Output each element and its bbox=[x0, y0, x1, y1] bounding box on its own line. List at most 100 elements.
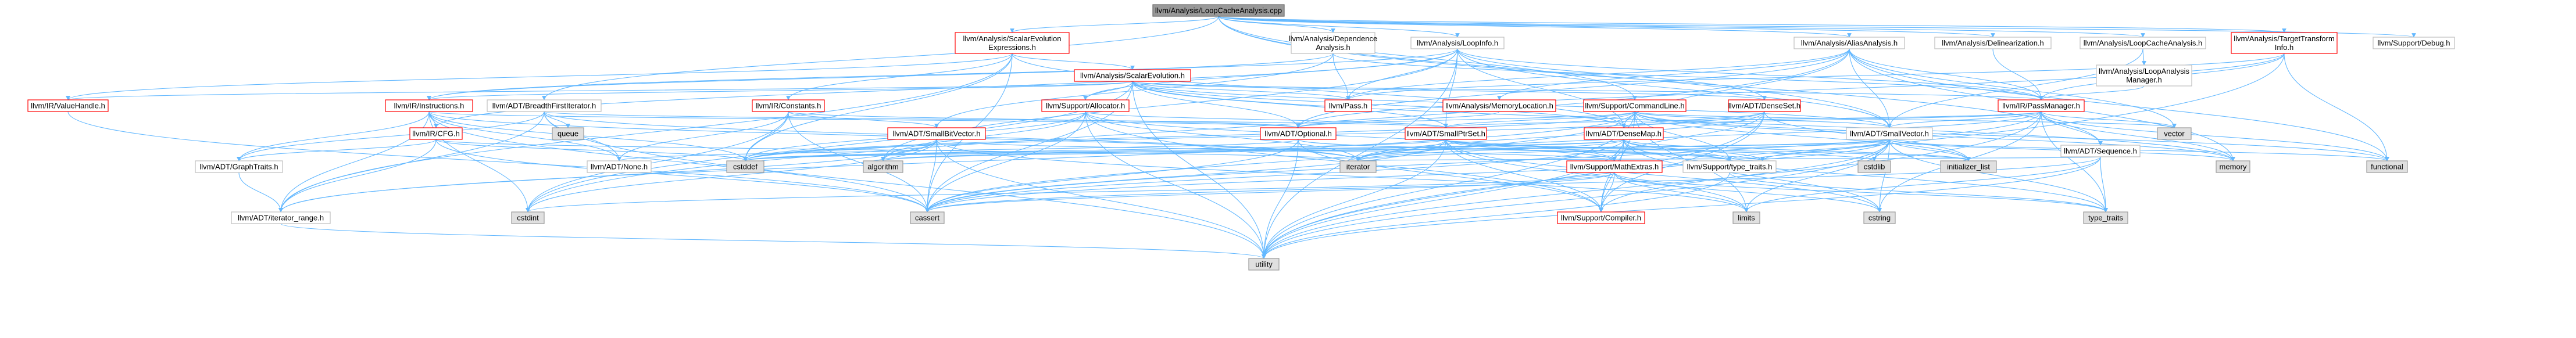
edge-smallvector-to-limits bbox=[1744, 139, 1890, 213]
node-box-memory bbox=[2216, 160, 2250, 173]
node-label-loopinfo: llvm/Analysis/LoopInfo.h bbox=[1417, 38, 1498, 47]
node-graphtraits[interactable]: llvm/ADT/GraphTraits.h bbox=[195, 160, 283, 173]
edge-scev-to-allocator bbox=[1083, 81, 1133, 100]
node-compiler[interactable]: llvm/Support/Compiler.h bbox=[1557, 211, 1645, 224]
edge-cmdline-to-optional bbox=[1296, 111, 1635, 128]
node-root[interactable]: llvm/Analysis/LoopCacheAnalysis.cpp bbox=[1152, 4, 1285, 17]
edge-optional-to-utility bbox=[1262, 139, 1299, 259]
edge-cfg-to-iterator bbox=[435, 139, 1360, 161]
edge-loopinfo-to-smallvector bbox=[1457, 48, 1892, 128]
edge-bfi-to-sps bbox=[544, 111, 1448, 128]
node-box-passmgr bbox=[1998, 99, 2085, 112]
node-label-sce: Expressions.h bbox=[988, 43, 1036, 52]
edge-allocator-to-iterator bbox=[1085, 111, 1360, 161]
edge-iterrange-to-utility bbox=[280, 223, 1266, 259]
node-mathextras[interactable]: llvm/Support/MathExtras.h bbox=[1566, 160, 1663, 173]
edge-cfg-to-cstddef bbox=[435, 139, 748, 161]
node-iterator: iterator bbox=[1339, 160, 1377, 173]
node-box-sbv bbox=[887, 127, 986, 140]
node-alias[interactable]: llvm/Analysis/AliasAnalysis.h bbox=[1793, 37, 1905, 49]
edge-dep-to-sbv bbox=[934, 53, 1334, 128]
node-cfg[interactable]: llvm/IR/CFG.h bbox=[409, 127, 463, 140]
edge-cfg-to-cassert bbox=[435, 139, 930, 213]
node-label-tti: Info.h bbox=[2275, 43, 2294, 52]
node-box-bfi bbox=[487, 99, 602, 112]
node-label-utility: utility bbox=[1255, 260, 1273, 268]
node-densemap[interactable]: llvm/ADT/DenseMap.h bbox=[1584, 127, 1664, 140]
node-none[interactable]: llvm/ADT/None.h bbox=[587, 160, 652, 173]
node-bfi[interactable]: llvm/ADT/BreadthFirstIterator.h bbox=[487, 99, 602, 112]
edge-sce-to-constants bbox=[786, 53, 1013, 100]
node-box-cstring bbox=[1863, 211, 1896, 224]
edge-instructions-to-graphtraits bbox=[237, 111, 430, 161]
node-debug[interactable]: llvm/Support/Debug.h bbox=[2373, 37, 2455, 49]
edge-sequence-to-iterator bbox=[1357, 156, 2101, 161]
node-valuehandle[interactable]: llvm/IR/ValueHandle.h bbox=[27, 99, 109, 112]
node-label-densemap: llvm/ADT/DenseMap.h bbox=[1586, 129, 1662, 138]
edge-passmgr-to-smallvector bbox=[1887, 111, 2042, 128]
edge-smallvector-to-cstring bbox=[1877, 139, 1890, 213]
node-label-sbv: llvm/ADT/SmallBitVector.h bbox=[893, 129, 981, 138]
edge-passmgr-to-cassert bbox=[925, 111, 2042, 213]
node-optional[interactable]: llvm/ADT/Optional.h bbox=[1260, 127, 1337, 140]
node-constants[interactable]: llvm/IR/Constants.h bbox=[752, 99, 825, 112]
edge-alias-to-memloc bbox=[1497, 48, 1850, 100]
node-instructions[interactable]: llvm/IR/Instructions.h bbox=[385, 99, 473, 112]
edge-loopinfo-to-densesetnode bbox=[1457, 48, 1767, 100]
node-cmdline[interactable]: llvm/Support/CommandLine.h bbox=[1583, 99, 1687, 112]
edge-passmgr-to-utility bbox=[1262, 111, 2042, 259]
edge-sps-to-initlist bbox=[1445, 139, 1971, 161]
node-label-allocator: llvm/Support/Allocator.h bbox=[1046, 101, 1126, 110]
node-label-limits: limits bbox=[1738, 213, 1755, 222]
edge-root-to-tti bbox=[1218, 16, 2286, 33]
edge-sps-to-cstdlib bbox=[1445, 139, 1877, 161]
edge-optional-to-compiler bbox=[1298, 139, 1603, 213]
node-label-functional: functional bbox=[2371, 162, 2403, 171]
edge-constants-to-sbv bbox=[788, 111, 939, 128]
edge-root-to-debug bbox=[1218, 16, 2416, 38]
node-sbv[interactable]: llvm/ADT/SmallBitVector.h bbox=[887, 127, 986, 140]
node-pass[interactable]: llvm/Pass.h bbox=[1324, 99, 1372, 112]
edge-scev-to-densemap bbox=[1132, 81, 1626, 128]
node-delin[interactable]: llvm/Analysis/Delinearization.h bbox=[1934, 37, 2052, 49]
node-label-densesetnode: llvm/ADT/DenseSet.h bbox=[1728, 101, 1800, 110]
node-loopinfo[interactable]: llvm/Analysis/LoopInfo.h bbox=[1410, 37, 1505, 49]
node-label-cstdint: cstdint bbox=[517, 213, 539, 222]
edge-passmgr-to-densemap bbox=[1621, 111, 2042, 128]
node-smallvector[interactable]: llvm/ADT/SmallVector.h bbox=[1846, 127, 1933, 140]
edge-sce-to-densemap bbox=[1012, 53, 1626, 128]
edge-sps-to-compiler bbox=[1445, 139, 1603, 213]
node-lca[interactable]: llvm/Analysis/LoopCacheAnalysis.h bbox=[2080, 37, 2206, 49]
node-label-lam: Manager.h bbox=[2126, 75, 2161, 84]
node-sce[interactable]: llvm/Analysis/ScalarEvolutionExpressions… bbox=[955, 32, 1070, 54]
node-allocator[interactable]: llvm/Support/Allocator.h bbox=[1041, 99, 1130, 112]
node-sequence[interactable]: llvm/ADT/Sequence.h bbox=[2060, 145, 2141, 157]
edge-smallvector-to-typetraitsh bbox=[1727, 139, 1890, 161]
node-densesetnode[interactable]: llvm/ADT/DenseSet.h bbox=[1728, 99, 1801, 112]
node-box-lca bbox=[2080, 37, 2206, 49]
node-memloc[interactable]: llvm/Analysis/MemoryLocation.h bbox=[1442, 99, 1556, 112]
edge-sbv-to-utility bbox=[936, 139, 1266, 259]
node-box-loopinfo bbox=[1410, 37, 1505, 49]
node-box-root bbox=[1152, 4, 1285, 17]
node-typetraitsh[interactable]: llvm/Support/type_traits.h bbox=[1682, 160, 1777, 173]
node-box-delin bbox=[1934, 37, 2052, 49]
node-box-scev bbox=[1074, 69, 1191, 82]
node-sps[interactable]: llvm/ADT/SmallPtrSet.h bbox=[1405, 127, 1487, 140]
edge-scev-to-sps bbox=[1132, 81, 1448, 128]
node-scev[interactable]: llvm/Analysis/ScalarEvolution.h bbox=[1074, 69, 1191, 82]
node-box-cassert bbox=[910, 211, 945, 224]
node-iterrange[interactable]: llvm/ADT/iterator_range.h bbox=[231, 211, 331, 224]
node-label-typetraits: type_traits bbox=[2088, 213, 2123, 222]
node-box-instructions bbox=[385, 99, 473, 112]
node-box-cstdint bbox=[511, 211, 545, 224]
edge-loopinfo-to-passmgr bbox=[1457, 48, 2043, 100]
edge-cmdline-to-sps bbox=[1444, 111, 1635, 128]
node-passmgr[interactable]: llvm/IR/PassManager.h bbox=[1998, 99, 2085, 112]
edge-sps-to-cstring bbox=[1445, 139, 1882, 213]
node-label-instructions: llvm/IR/Instructions.h bbox=[394, 101, 465, 110]
edge-bfi-to-utility bbox=[544, 111, 1266, 259]
